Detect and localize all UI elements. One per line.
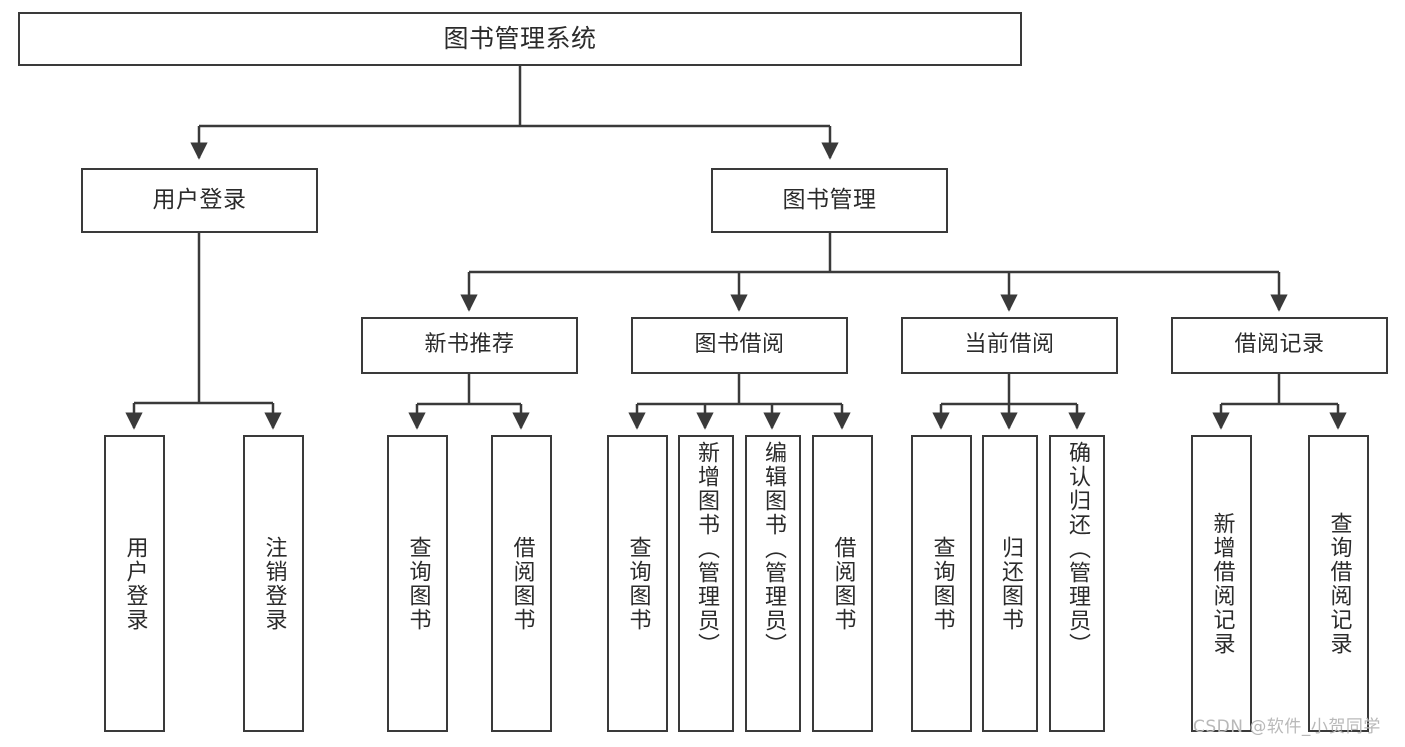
node-label: 确认归还（管理员）	[1065, 441, 1090, 657]
node-current-borrow[interactable]: 当前借阅	[901, 317, 1118, 374]
node-label: 查询借阅记录	[1326, 511, 1352, 656]
leaf-user-login-logout[interactable]: 注销登录	[243, 435, 304, 732]
leaf-new-book-query-books[interactable]: 查询图书	[387, 435, 448, 732]
leaf-book-borrow-add-book-admin[interactable]: 新增图书（管理员）	[678, 435, 734, 732]
leaf-current-borrow-confirm-return-admin[interactable]: 确认归还（管理员）	[1049, 435, 1105, 732]
leaf-current-borrow-query-books[interactable]: 查询图书	[911, 435, 972, 732]
watermark-csdn: CSDN @软件_小贺同学	[1193, 717, 1381, 737]
node-label: 当前借阅	[964, 332, 1055, 358]
node-label: 新增借阅记录	[1209, 511, 1235, 656]
node-borrow-record[interactable]: 借阅记录	[1171, 317, 1388, 374]
node-label: 借阅图书	[830, 535, 856, 632]
node-book-management[interactable]: 图书管理	[711, 168, 948, 233]
node-label: 用户登录	[152, 186, 247, 213]
leaf-user-login-login[interactable]: 用户登录	[104, 435, 165, 732]
node-label: 查询图书	[625, 535, 651, 632]
node-user-login[interactable]: 用户登录	[81, 168, 318, 233]
node-label: 归还图书	[998, 535, 1023, 632]
node-label: 编辑图书（管理员）	[761, 441, 786, 657]
node-root-book-management-system[interactable]: 图书管理系统	[18, 12, 1022, 66]
node-label: 新增图书（管理员）	[694, 441, 719, 657]
node-label: 图书借阅	[694, 332, 785, 358]
leaf-borrow-record-add-record[interactable]: 新增借阅记录	[1191, 435, 1252, 732]
leaf-book-borrow-edit-book-admin[interactable]: 编辑图书（管理员）	[745, 435, 801, 732]
leaf-current-borrow-return-books[interactable]: 归还图书	[982, 435, 1038, 732]
node-label: 图书管理	[782, 186, 877, 213]
node-label: 借阅记录	[1234, 332, 1325, 358]
node-label: 查询图书	[929, 535, 955, 632]
node-label: 用户登录	[122, 535, 148, 632]
node-book-borrow[interactable]: 图书借阅	[631, 317, 848, 374]
node-new-book-recommend[interactable]: 新书推荐	[361, 317, 578, 374]
leaf-book-borrow-query-books[interactable]: 查询图书	[607, 435, 668, 732]
leaf-book-borrow-borrow-books[interactable]: 借阅图书	[812, 435, 873, 732]
node-label: 新书推荐	[424, 332, 515, 358]
node-label: 图书管理系统	[443, 24, 597, 53]
node-label: 注销登录	[261, 535, 287, 632]
leaf-new-book-borrow-books[interactable]: 借阅图书	[491, 435, 552, 732]
node-label: 借阅图书	[509, 535, 535, 632]
leaf-borrow-record-query-record[interactable]: 查询借阅记录	[1308, 435, 1369, 732]
node-label: 查询图书	[405, 535, 431, 632]
